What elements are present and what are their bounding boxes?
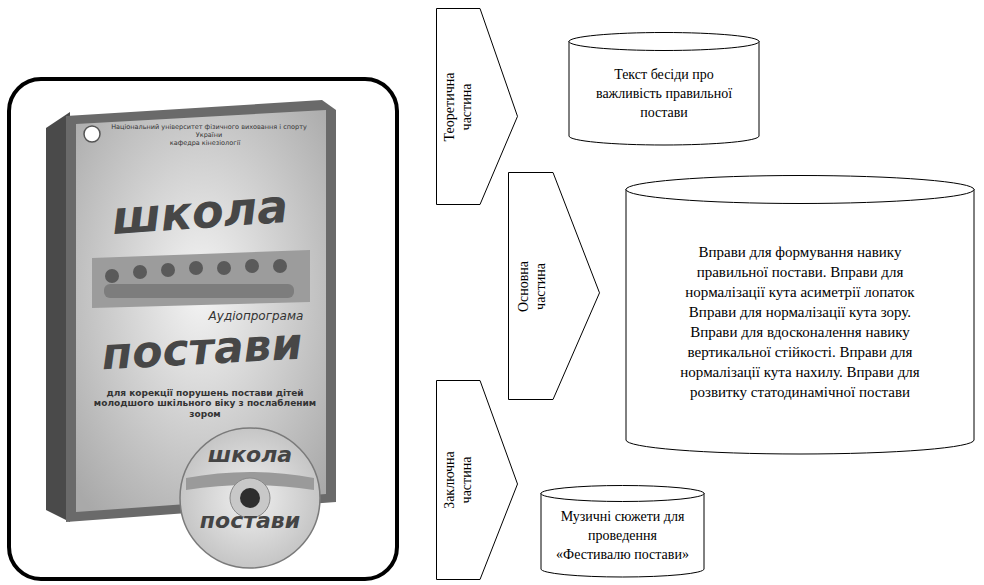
cylinder-box: Вправи для формування навику правильної … <box>625 175 975 455</box>
cylinder-body <box>541 493 704 577</box>
cylinder-box: Музичні сюжети для проведення «Фестивалю… <box>540 485 705 578</box>
box-text: Музичні сюжети для проведення «Фестивалю… <box>552 507 693 564</box>
part-label: Теоретична частина <box>436 64 480 150</box>
block-arrow: Заключна частина <box>436 380 518 580</box>
disc-title: школа <box>190 442 310 467</box>
illustration-frame <box>9 79 397 579</box>
cover-title: школа <box>80 178 319 247</box>
cover-description: для корекції порушень постави дітей моло… <box>92 388 318 419</box>
cylinder-body <box>569 41 759 145</box>
cylinder-body <box>626 189 974 454</box>
box-text: Вправи для формування навику правильної … <box>670 242 930 402</box>
block-arrow: Теоретична частина <box>436 8 518 205</box>
cover-department: кафедра кінезіології <box>150 140 260 148</box>
disc-title: постави <box>188 508 312 533</box>
arrow-shape <box>509 173 600 400</box>
cylinder-top <box>541 486 704 502</box>
cylinder-top <box>626 176 974 204</box>
cover-photo-figures <box>104 259 294 298</box>
arrow-shape <box>437 381 518 580</box>
cover-title: постави <box>79 318 325 381</box>
cover-university: Національний університет фізичного вихов… <box>102 124 316 139</box>
part-label: Основна частина <box>508 243 553 329</box>
arrow-shape <box>437 9 518 205</box>
cylinder-box: Текст бесіди про важливість правильної п… <box>568 32 760 146</box>
box-text: Текст бесіди про важливість правильної п… <box>582 65 746 122</box>
block-arrow: Основна частина <box>508 172 600 400</box>
part-label: Заключна частина <box>436 437 480 523</box>
cover-photo <box>92 250 310 308</box>
dvd-disc <box>180 428 320 568</box>
disc-hole <box>240 488 260 508</box>
cylinder-top <box>569 33 759 51</box>
university-logo <box>84 126 100 142</box>
